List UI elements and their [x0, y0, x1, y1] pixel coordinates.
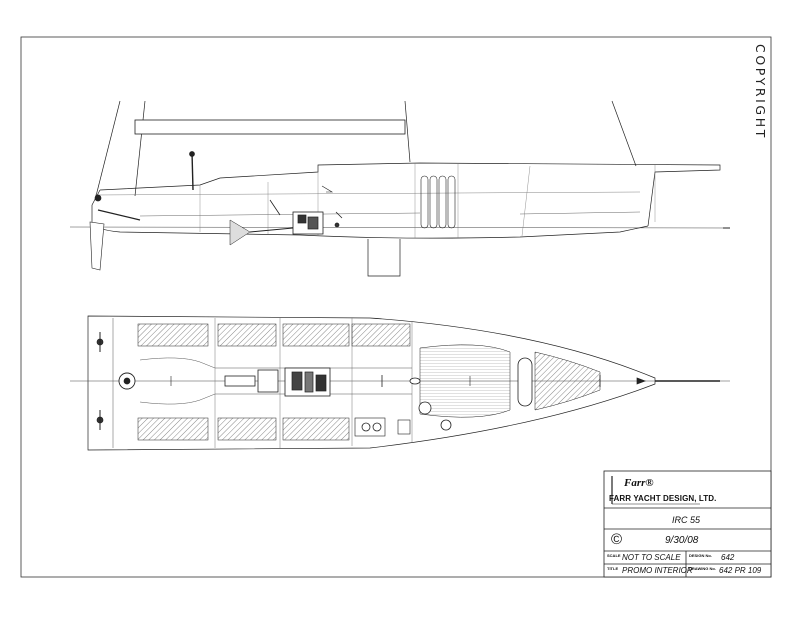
cockpit-curve-stbd [139, 393, 216, 405]
sheet-border [20, 36, 772, 578]
fitting-1 [321, 185, 334, 193]
interior-sole-fwd [519, 211, 641, 215]
galley-burner-2 [372, 422, 382, 432]
profile-centerline [69, 226, 731, 229]
copyright-label: COPYRIGHT [753, 44, 768, 140]
keel-fin [367, 239, 401, 277]
cockpit-curve-port [139, 357, 216, 369]
fitting-3 [334, 222, 340, 228]
forward-hatch [517, 357, 533, 407]
engine [292, 211, 324, 235]
backstay-line [94, 100, 121, 201]
steering-linkage [97, 209, 141, 221]
title-label: TITLE [607, 566, 619, 571]
aft-winch-profile [94, 194, 102, 202]
companionway [224, 375, 256, 387]
steps [257, 369, 279, 393]
sink [440, 419, 452, 431]
mast-forward-line [134, 100, 146, 197]
mast-aft-line [404, 100, 411, 163]
bunks-port [137, 323, 411, 347]
bunks-starboard [137, 417, 350, 441]
prop-shaft [229, 219, 294, 246]
forepeak-berth [534, 351, 601, 411]
title-block [603, 470, 772, 578]
firm-logo: Farr® [624, 477, 654, 489]
drawing-date: 9/30/08 [665, 535, 699, 546]
scale-value: NOT TO SCALE [622, 553, 681, 562]
title-value: PROMO INTERIOR [622, 566, 693, 575]
hull-bottom [91, 205, 649, 239]
forward-sole-area [419, 344, 511, 418]
design-no-label: DESIGN No. [689, 553, 712, 558]
companionway-ladder [269, 199, 281, 216]
profile-view [69, 100, 731, 277]
stem-fitting [636, 377, 646, 385]
project-name: IRC 55 [672, 515, 701, 525]
mast-step [409, 377, 421, 385]
firm-name: FARR YACHT DESIGN, LTD. [609, 494, 717, 503]
hull-outline-plan [87, 315, 656, 451]
rudder [89, 221, 105, 271]
design-no-value: 642 [721, 553, 735, 562]
copyright-symbol: © [611, 531, 623, 548]
mainsheet-winch-center [123, 377, 131, 385]
nav-station [397, 419, 411, 435]
engine-plan [284, 367, 331, 397]
drawing-no-value: 642 PR 109 [719, 566, 762, 575]
plan-view [70, 315, 730, 451]
interior-line-1 [94, 191, 641, 196]
wheel-hub [189, 151, 195, 157]
drawing-no-label: DRAWING No. [689, 566, 716, 571]
bulkhead-6 [521, 165, 531, 237]
steering-pedestal [191, 151, 194, 191]
boom [134, 119, 406, 135]
forestay-line [611, 100, 637, 167]
scale-label: SCALE [607, 553, 621, 558]
head [418, 401, 432, 415]
galley-burner-1 [361, 422, 371, 432]
sail-bags [420, 175, 456, 229]
fitting-2 [335, 211, 343, 219]
deck-sheerline [99, 162, 721, 227]
